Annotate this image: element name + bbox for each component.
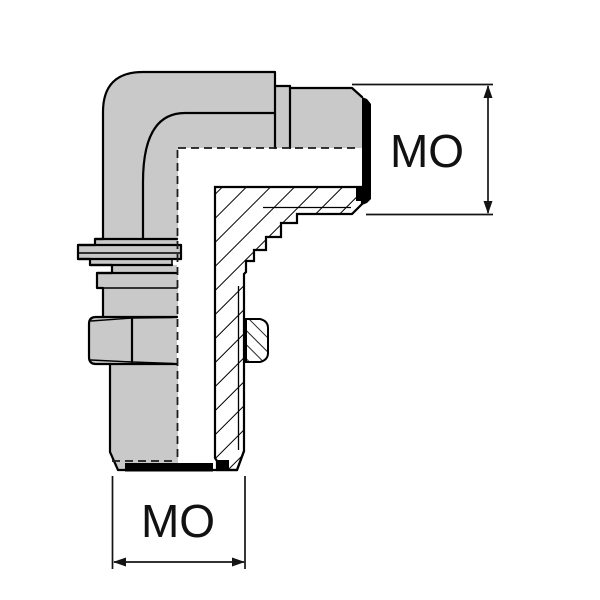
- cross-section-hatch: [213, 185, 364, 472]
- dimension-label-right: MO: [390, 125, 464, 177]
- seals: [125, 97, 371, 472]
- bottom-seal-band: [125, 463, 213, 472]
- outlines: [76, 70, 364, 472]
- flange-lip-bottom: [90, 259, 172, 265]
- retaining-ring: [97, 273, 178, 288]
- port-face-oring: [362, 97, 371, 205]
- elbow-body: [103, 72, 362, 239]
- dimension-label-bottom: MO: [141, 495, 215, 547]
- vertical-dimension: [352, 83, 493, 216]
- flange-lip-top: [95, 239, 178, 245]
- flange: [78, 245, 181, 259]
- elbow-outline: [101, 70, 292, 241]
- neck: [112, 265, 177, 273]
- arrow-up-icon: [483, 85, 493, 98]
- bottom-oring-section: [216, 460, 229, 471]
- bore-centerline-dashed: [112, 147, 358, 462]
- port-oring-section: [356, 188, 369, 201]
- cross-section: [213, 185, 364, 472]
- hex-nut-outline: [87, 315, 179, 366]
- locknut-section: [245, 318, 269, 363]
- arrow-down-icon: [483, 201, 493, 214]
- arrow-left-icon: [113, 557, 126, 567]
- elbow-fillet-line: [141, 111, 277, 241]
- upper-stem: [103, 288, 178, 316]
- horizontal-dimension: [111, 476, 246, 569]
- arrow-right-icon: [232, 557, 245, 567]
- threaded-stem: [110, 364, 178, 470]
- hex-nut-chamfers: [90, 316, 174, 365]
